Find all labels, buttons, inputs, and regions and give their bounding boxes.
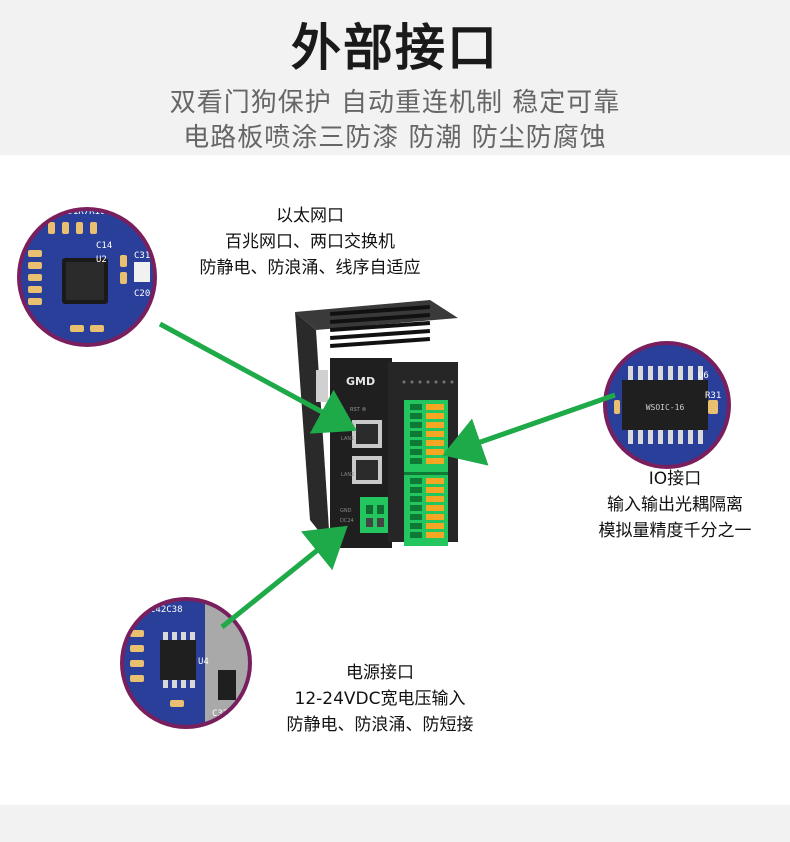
svg-text:C14: C14 bbox=[96, 241, 112, 251]
svg-text:C31: C31 bbox=[134, 251, 150, 261]
rj45-port-2 bbox=[352, 456, 382, 484]
callout-arrows bbox=[158, 321, 616, 629]
ethernet-title: 以太网口 bbox=[276, 206, 344, 226]
ethernet-pcb-zoom: ED1R7R10 C14 U2 C31 C20 bbox=[17, 207, 157, 347]
power-caption: 电源接口 12-24VDC宽电压输入 防静电、防浪涌、防短接 bbox=[240, 660, 520, 738]
arrow-io bbox=[442, 392, 616, 466]
ethernet-desc-1: 百兆网口、两口交换机 bbox=[225, 232, 395, 252]
io-title: IO接口 bbox=[648, 469, 702, 489]
io-terminal-block bbox=[404, 400, 448, 546]
svg-text:C42C38: C42C38 bbox=[150, 605, 183, 615]
device-brand: GMD bbox=[346, 375, 375, 388]
power-terminal bbox=[360, 497, 388, 533]
svg-text:DC24: DC24 bbox=[340, 518, 354, 524]
svg-text:U4: U4 bbox=[198, 657, 209, 667]
ethernet-caption: 以太网口 百兆网口、两口交换机 防静电、防浪涌、线序自适应 bbox=[160, 203, 460, 281]
svg-text:ED1R7R10: ED1R7R10 bbox=[62, 207, 105, 217]
io-pcb-zoom: WSOIC-16 U6 R31 bbox=[603, 341, 731, 469]
svg-text:RST: RST bbox=[350, 407, 361, 413]
subtitle-line-1: 双看门狗保护 自动重连机制 稳定可靠 bbox=[169, 88, 621, 118]
power-title: 电源接口 bbox=[346, 663, 414, 683]
header-band: 外部接口 双看门狗保护 自动重连机制 稳定可靠 电路板喷涂三防漆 防潮 防尘防腐… bbox=[0, 0, 790, 155]
svg-text:U2: U2 bbox=[96, 255, 107, 265]
arrow-power bbox=[220, 525, 348, 629]
page-title: 外部接口 bbox=[291, 19, 499, 77]
ethernet-desc-2: 防静电、防浪涌、线序自适应 bbox=[199, 258, 421, 278]
power-desc-1: 12-24VDC宽电压输入 bbox=[294, 689, 466, 709]
io-desc-2: 模拟量精度千分之一 bbox=[598, 521, 752, 541]
footer-band bbox=[0, 805, 790, 842]
svg-text:R31: R31 bbox=[705, 391, 721, 401]
svg-text:WSOIC-16: WSOIC-16 bbox=[646, 403, 685, 412]
arrow-ethernet bbox=[158, 321, 357, 434]
io-caption: IO接口 输入输出光耦隔离 模拟量精度千分之一 bbox=[570, 466, 780, 544]
svg-text:U6: U6 bbox=[698, 371, 709, 381]
power-desc-2: 防静电、防浪涌、防短接 bbox=[286, 715, 474, 735]
gmd-device: GMD RST LAN1 LAN2 GND DC24 bbox=[295, 300, 458, 548]
power-pcb-zoom: C42C38 U4 C37 bbox=[120, 597, 252, 729]
svg-text:LAN2: LAN2 bbox=[341, 472, 354, 478]
subtitle-line-2: 电路板喷涂三防漆 防潮 防尘防腐蚀 bbox=[183, 123, 607, 153]
svg-text:C37: C37 bbox=[212, 709, 228, 719]
rj45-port-1 bbox=[352, 420, 382, 448]
svg-text:LAN1: LAN1 bbox=[341, 436, 354, 442]
io-desc-1: 输入输出光耦隔离 bbox=[607, 495, 743, 515]
svg-text:C20: C20 bbox=[134, 289, 150, 299]
svg-text:GND: GND bbox=[340, 508, 352, 514]
